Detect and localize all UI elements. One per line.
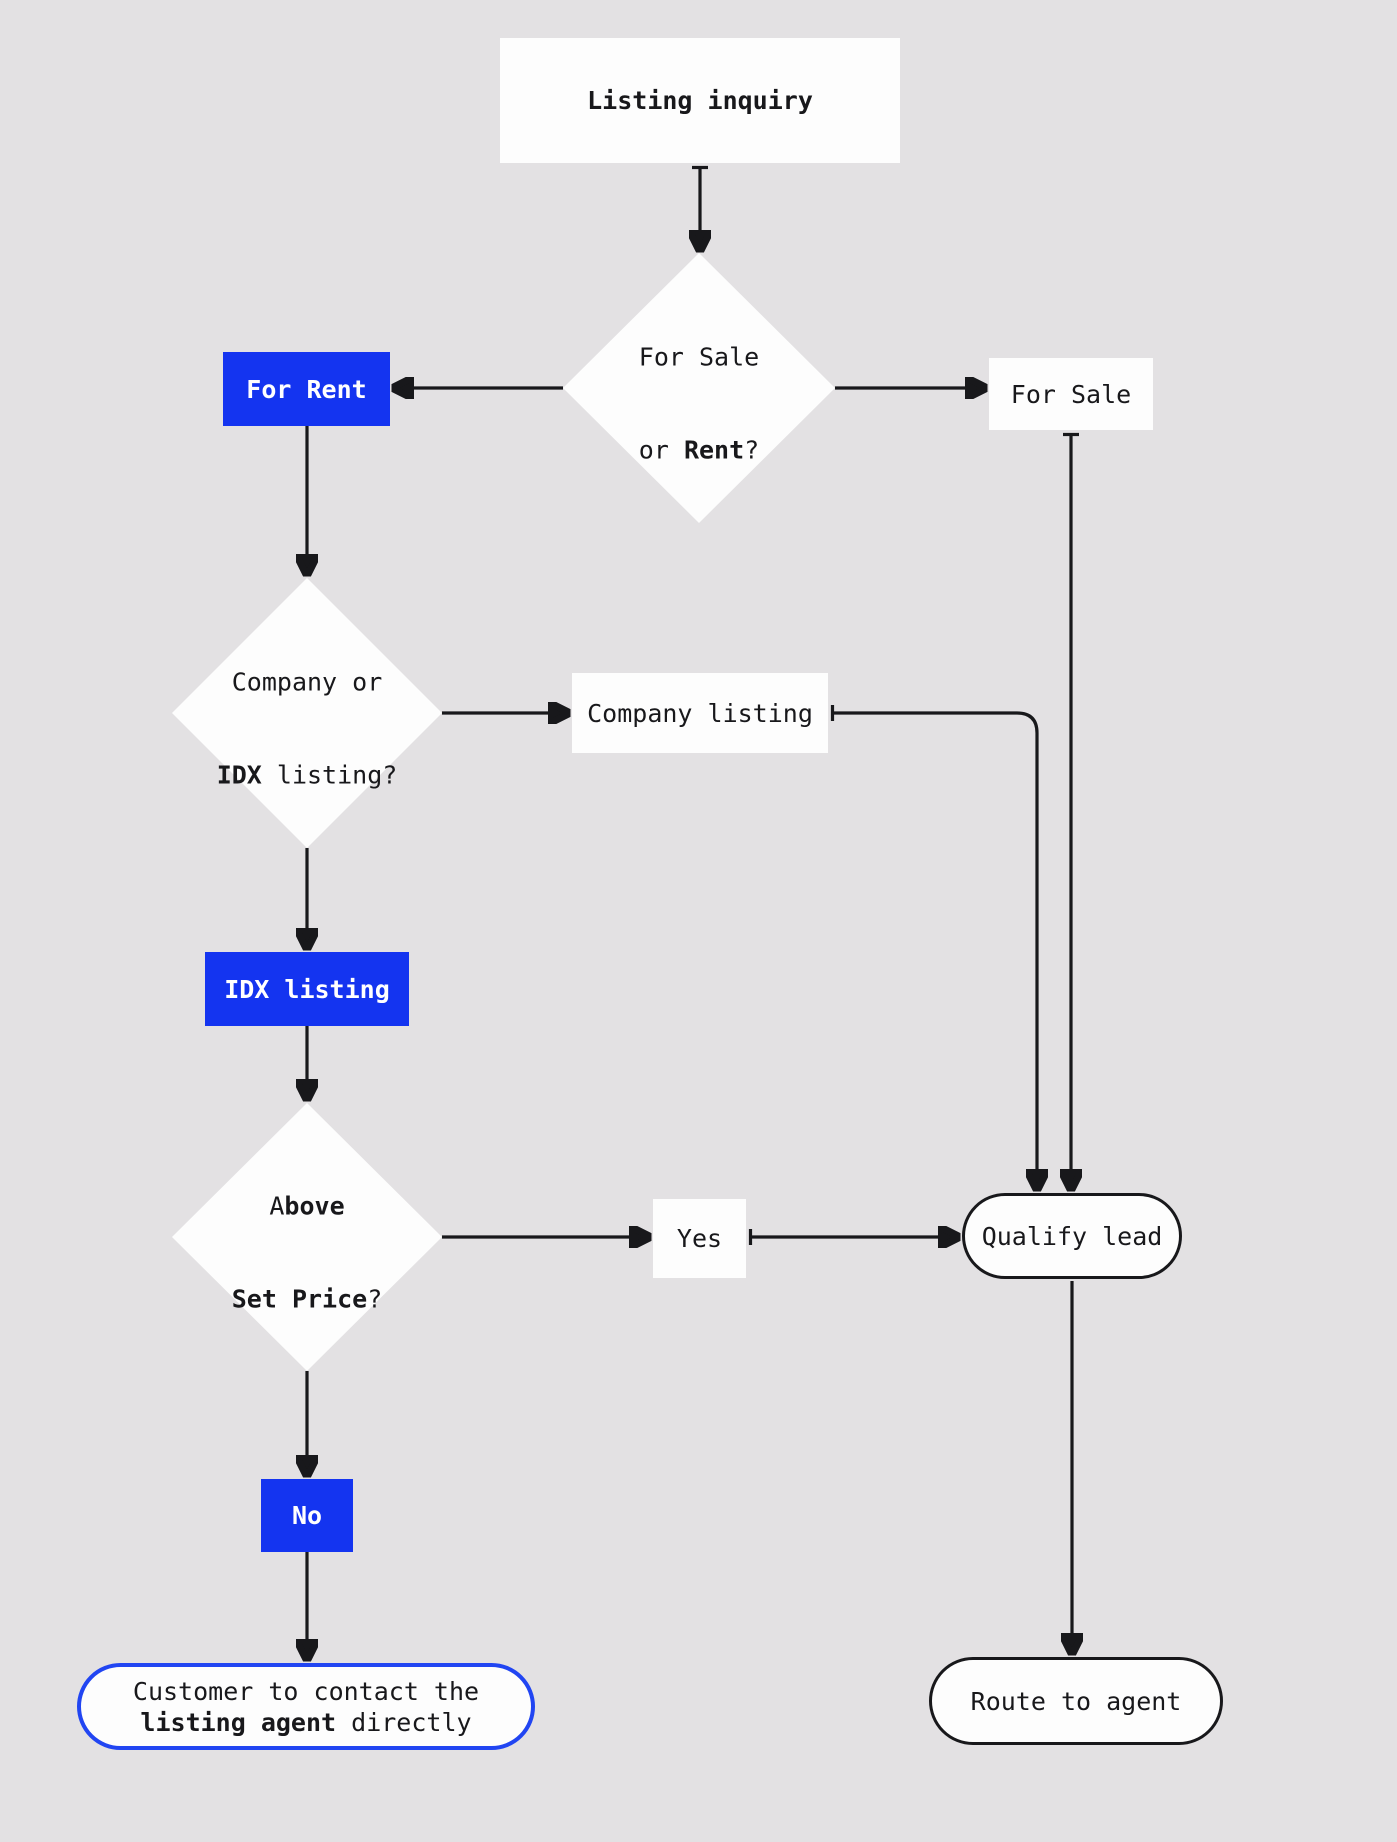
label-segment: listing?: [261, 760, 398, 790]
decision-above-price-label: Above Set Price?: [232, 1129, 383, 1346]
yes-node[interactable]: Yes: [653, 1199, 746, 1278]
company-listing-node[interactable]: Company listing: [572, 673, 828, 753]
label-segment: ?: [744, 435, 760, 465]
qualify-lead-node[interactable]: Qualify lead: [962, 1193, 1182, 1279]
yes-label: Yes: [676, 1224, 723, 1253]
decision-company-idx-diamond[interactable]: [172, 578, 442, 848]
label-segment: A: [269, 1191, 285, 1221]
start-node[interactable]: Listing inquiry: [500, 38, 900, 163]
decision-sale-rent-label: For Sale or Rent?: [639, 280, 759, 497]
decision-company-idx-label: Company or IDX listing?: [217, 605, 398, 822]
for-sale-label: For Sale: [1010, 379, 1132, 409]
start-label: Listing inquiry: [587, 86, 813, 115]
label-segment: or: [638, 435, 684, 465]
no-label: No: [291, 1501, 323, 1530]
label-segment: ?: [367, 1284, 383, 1314]
for-rent-node[interactable]: For Rent: [223, 352, 390, 426]
decision-above-price-diamond[interactable]: [172, 1103, 442, 1371]
label-segment-bold: bove: [284, 1191, 345, 1221]
label-segment: directly: [336, 1707, 472, 1737]
customer-contact-line1: Customer to contact the: [133, 1676, 479, 1707]
label-segment: Company or: [231, 667, 383, 697]
decision-company-idx-line2: IDX listing?: [217, 760, 398, 791]
decision-above-price-line2: Set Price?: [232, 1284, 383, 1315]
label-segment-bold: Set Price: [231, 1284, 368, 1314]
decision-above-price-line1: Above: [232, 1191, 383, 1222]
decision-sale-rent-diamond[interactable]: [563, 253, 835, 523]
decision-sale-rent-line2: or Rent?: [639, 435, 759, 466]
label-segment: Customer to contact the: [132, 1676, 480, 1706]
no-node[interactable]: No: [261, 1479, 353, 1552]
label-segment-bold: IDX: [216, 760, 262, 790]
company-listing-label: Company listing: [587, 698, 813, 728]
customer-contact-line2: listing agent directly: [140, 1707, 471, 1738]
label-segment: For Sale: [638, 342, 760, 372]
label-segment-bold: Rent: [683, 435, 745, 465]
idx-listing-label: IDX listing: [224, 974, 390, 1004]
connector-company-listing-to-qualify-lead: [831, 711, 1037, 1170]
decision-sale-rent-line1: For Sale: [639, 342, 759, 373]
idx-listing-node[interactable]: IDX listing: [205, 952, 409, 1026]
customer-contact-node[interactable]: Customer to contact the listing agent di…: [77, 1663, 535, 1750]
route-to-agent-node[interactable]: Route to agent: [929, 1657, 1223, 1745]
label-segment-bold: listing agent: [140, 1707, 337, 1737]
decision-company-idx-line1: Company or: [217, 667, 398, 698]
for-rent-label: For Rent: [246, 374, 367, 404]
route-to-agent-label: Route to agent: [970, 1686, 1182, 1716]
for-sale-node[interactable]: For Sale: [989, 358, 1153, 430]
qualify-lead-label: Qualify lead: [981, 1221, 1163, 1251]
